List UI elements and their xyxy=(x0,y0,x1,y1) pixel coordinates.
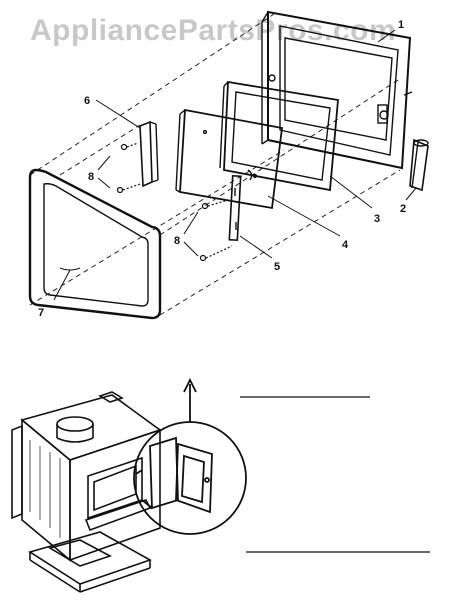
screws-part-8 xyxy=(116,142,233,262)
door-frame-part-1 xyxy=(261,10,413,170)
callout-labels: 1 2 3 4 5 6 7 8 8 xyxy=(38,19,406,319)
callout-7: 7 xyxy=(38,307,44,319)
callout-1: 1 xyxy=(398,19,404,31)
assembly-guide-lines xyxy=(29,13,401,316)
callout-3: 3 xyxy=(374,213,380,225)
callout-8-upper: 8 xyxy=(88,171,94,183)
door-handle-part-2 xyxy=(409,138,429,192)
wood-stove xyxy=(11,391,162,593)
callout-4: 4 xyxy=(342,239,349,251)
callout-2: 2 xyxy=(400,203,406,215)
door-zoom-circle xyxy=(133,377,247,535)
gasket-part-7 xyxy=(28,168,162,320)
glass-frame-part-3 xyxy=(219,80,339,192)
callout-8-lower: 8 xyxy=(174,235,180,247)
glass-panel-part-4 xyxy=(175,108,283,210)
watermark: AppliancePartsPros.com xyxy=(30,14,397,47)
callout-5: 5 xyxy=(274,261,280,273)
side-retainer-part-6 xyxy=(139,120,159,188)
callout-leaders xyxy=(53,29,417,301)
callout-6: 6 xyxy=(84,95,90,107)
retainer-clip-part-5 xyxy=(228,174,242,242)
